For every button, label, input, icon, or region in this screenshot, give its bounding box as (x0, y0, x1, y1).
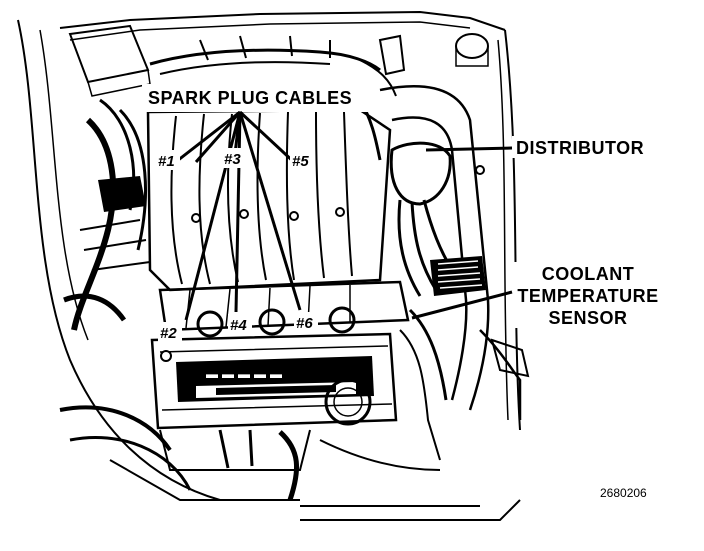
cylinder-2-label: #2 (160, 325, 177, 342)
svg-text:▬▬▬▬▬: ▬▬▬▬▬ (206, 367, 286, 381)
cylinder-1-label: #1 (158, 153, 175, 170)
coolant-label-line2: TEMPERATURE (517, 286, 658, 306)
coolant-label-line1: COOLANT (542, 264, 635, 284)
distributor-label: DISTRIBUTOR (516, 138, 644, 158)
leader-lines (167, 110, 513, 321)
cylinder-6-label: #6 (296, 315, 313, 332)
cylinder-3-label: #3 (224, 151, 241, 168)
engine-illustration: ▬▬▬▬▬ (17, 10, 530, 521)
cylinder-5-label: #5 (292, 153, 309, 170)
spark-plug-cables-label: SPARK PLUG CABLES (148, 88, 352, 108)
coolant-label-line3: SENSOR (548, 308, 627, 328)
figure-reference: 2680206 (600, 486, 647, 500)
cylinder-4-label: #4 (230, 317, 247, 334)
